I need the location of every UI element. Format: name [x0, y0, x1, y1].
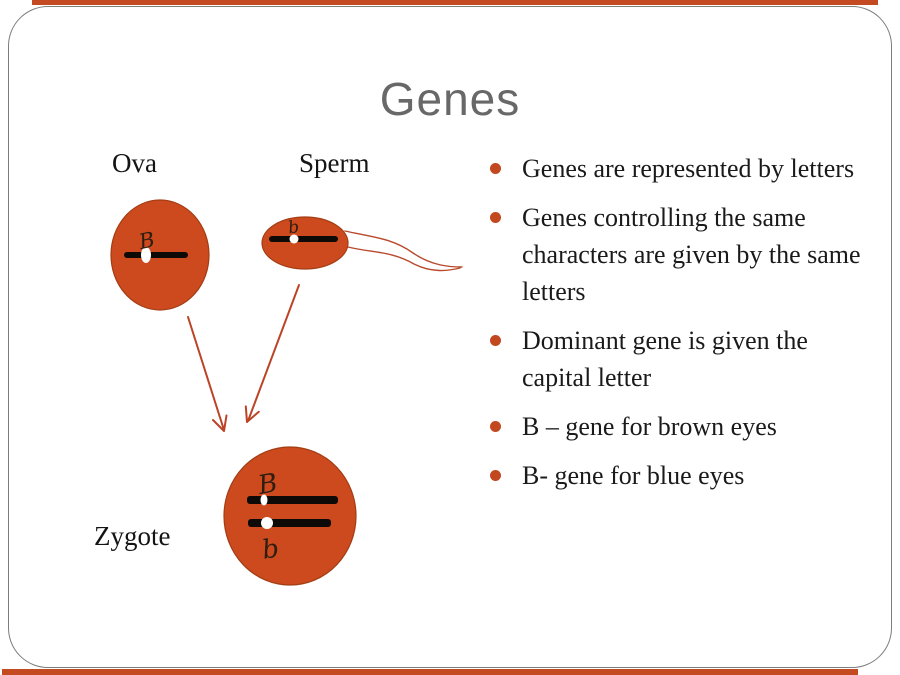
zygote-centromere-bottom: [261, 517, 273, 529]
bullet-list: Genes are represented by letters Genes c…: [488, 150, 876, 506]
bullet-dot-icon: [490, 212, 501, 223]
bullet-dot-icon: [490, 470, 501, 481]
sperm-centromere: [289, 234, 299, 244]
ova-label: Ova: [112, 148, 157, 178]
sperm-allele-letter: b: [287, 217, 301, 238]
sperm-chromosome-bar: [269, 236, 338, 242]
bullet-dot-icon: [490, 163, 501, 174]
bullet-text: Genes controlling the same characters ar…: [522, 203, 861, 306]
sperm-cell: [261, 216, 349, 270]
page-title: Genes: [379, 73, 521, 125]
list-item: Dominant gene is given the capital lette…: [488, 322, 876, 396]
sperm-tail-line-2: [343, 245, 461, 272]
zygote-label: Zygote: [94, 521, 171, 551]
ova-centromere: [141, 247, 151, 263]
bottom-accent-strip: [2, 669, 858, 675]
zygote-cell: [223, 446, 357, 586]
zygote-chromosome-bar-bottom: [248, 519, 331, 527]
top-accent-strip: [32, 0, 878, 5]
bullet-dot-icon: [490, 335, 501, 346]
ova-allele-letter: B: [136, 227, 157, 254]
sperm-tail-line-1: [344, 230, 463, 268]
bullet-text: B – gene for brown eyes: [522, 412, 777, 441]
fertilization-arrow-left: [187, 316, 228, 432]
zygote-chromosome-bar-top: [247, 496, 338, 504]
list-item: Genes are represented by letters: [488, 150, 876, 187]
list-item: B- gene for blue eyes: [488, 457, 876, 494]
zygote-allele-letter-bottom: b: [260, 534, 281, 566]
sperm-label: Sperm: [299, 148, 370, 178]
bullet-text: Genes are represented by letters: [522, 154, 855, 183]
list-item: B – gene for brown eyes: [488, 408, 876, 445]
bullet-text: B- gene for blue eyes: [522, 461, 745, 490]
zygote-centromere-top: [260, 494, 268, 506]
fertilization-arrow-right: [244, 284, 300, 423]
bullet-dot-icon: [490, 421, 501, 432]
list-item: Genes controlling the same characters ar…: [488, 199, 876, 310]
bullet-text: Dominant gene is given the capital lette…: [522, 326, 808, 392]
ova-chromosome-bar: [124, 252, 188, 258]
